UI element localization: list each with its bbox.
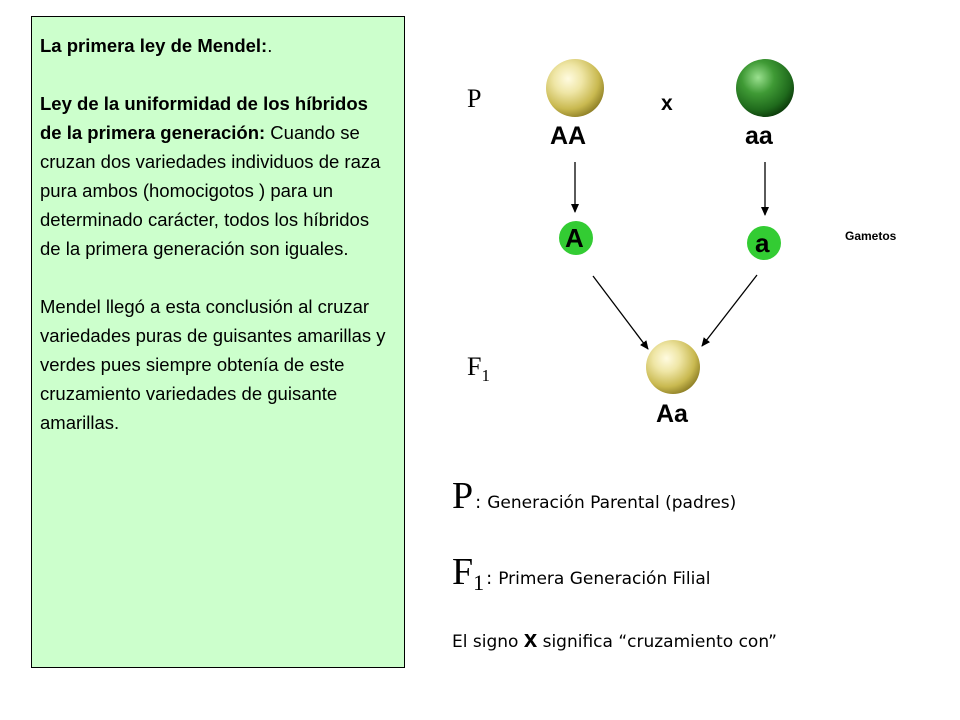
gametes-label: Gametos <box>845 229 897 243</box>
legend-p-text: Generación Parental (padres) <box>487 493 737 513</box>
text-panel: La primera ley de Mendel:. Ley de la uni… <box>31 16 405 668</box>
legend-sign-x: x <box>523 626 538 653</box>
legend-f1-text: Primera Generación Filial <box>498 569 711 589</box>
gamete-right-allele: a <box>755 228 770 258</box>
legend-f1-subscript: 1 <box>473 570 485 595</box>
panel-heading-line: La primera ley de Mendel:. <box>40 31 392 60</box>
yellow-pea-icon <box>546 59 604 117</box>
offspring-pea-icon <box>646 340 700 394</box>
legend-f1: F1:Primera Generación Filial <box>452 551 711 595</box>
panel-heading: La primera ley de Mendel: <box>40 35 268 56</box>
f1-subscript: 1 <box>481 366 490 386</box>
legend-sign-prefix: El signo <box>452 632 524 652</box>
f1-letter: F <box>467 352 482 381</box>
p-generation-label: P <box>467 84 482 113</box>
law-paragraph: Ley de la uniformidad de los híbridos de… <box>40 89 392 263</box>
legend-p-letter: P <box>452 475 474 517</box>
green-pea-icon <box>736 59 794 117</box>
parent-left-genotype: AA <box>550 122 587 150</box>
panel-heading-dot: . <box>267 35 273 56</box>
arrow-gamete-right <box>701 274 758 347</box>
arrow-gamete-left <box>592 275 649 350</box>
gamete-left-allele: A <box>565 223 584 253</box>
legend-p: P:Generación Parental (padres) <box>452 475 737 517</box>
legend-f1-letter: F <box>452 551 474 593</box>
legend-cross-sign: El signo x significa “cruzamiento con” <box>452 626 777 654</box>
gamete-left-circle <box>559 221 593 255</box>
conclusion-paragraph: Mendel llegó a esta conclusión al cruzar… <box>40 296 386 433</box>
f1-generation-label: F1 <box>467 352 490 386</box>
offspring-genotype: Aa <box>656 400 688 428</box>
parent-right-genotype: aa <box>745 122 773 150</box>
cross-symbol: x <box>661 92 673 115</box>
law-text: Cuando se cruzan dos variedades individu… <box>40 122 381 259</box>
law-title: Ley de la uniformidad de los híbridos de… <box>40 93 368 143</box>
gamete-right-circle <box>747 226 781 260</box>
legend-sign-suffix: significa “cruzamiento con” <box>537 632 777 652</box>
